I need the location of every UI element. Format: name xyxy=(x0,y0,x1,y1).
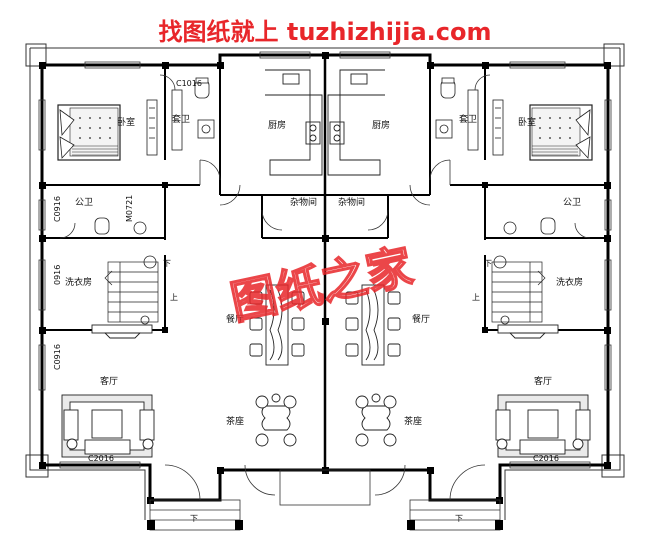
entry-steps xyxy=(149,469,501,531)
label-bedroom-left: 卧室 xyxy=(117,116,135,128)
dining-table-left xyxy=(249,284,305,366)
entry-down-left: 下 xyxy=(190,514,198,523)
stair-down-right: 下 xyxy=(484,259,492,268)
wardrobes xyxy=(146,99,504,156)
watermark-top: 找图纸就上 tuzhizhijia.com xyxy=(159,18,492,46)
label-kitchen-left: 厨房 xyxy=(268,119,286,131)
tv-cabinets xyxy=(91,324,559,339)
kitchen-counters xyxy=(265,69,385,176)
bath-fixtures xyxy=(94,77,556,325)
label-tea-left: 茶座 xyxy=(226,415,244,427)
site-outline xyxy=(25,43,625,520)
stair-down-left: 下 xyxy=(163,259,171,268)
label-public-bath-right: 公卫 xyxy=(563,197,581,208)
label-storage-right: 杂物间 xyxy=(338,196,365,208)
label-laundry-left: 洗衣房 xyxy=(65,276,92,288)
watermark-center: 图纸之家 xyxy=(226,239,417,330)
label-living-left: 客厅 xyxy=(100,375,118,387)
label-bedroom-right: 卧室 xyxy=(518,116,536,128)
entry-down-right: 下 xyxy=(455,514,463,523)
label-ensuite-left: 套卫 xyxy=(172,113,190,125)
label-tea-right: 茶座 xyxy=(404,415,422,427)
bed-right xyxy=(529,104,593,161)
sofa-set-right xyxy=(495,394,591,458)
columns xyxy=(39,52,611,504)
code-c0916-left-bottom: C0916 xyxy=(53,344,62,370)
stair-labels: 下 上 下 上 下 下 xyxy=(163,259,492,523)
stair-up-left: 上 xyxy=(170,293,178,302)
entry-columns xyxy=(147,520,503,530)
label-living-right: 客厅 xyxy=(534,375,552,387)
code-c2016-left: C2016 xyxy=(88,454,114,463)
code-c2016-right: C2016 xyxy=(533,454,559,463)
tea-table-right xyxy=(355,393,397,447)
windows xyxy=(38,51,612,469)
label-kitchen-right: 厨房 xyxy=(372,119,390,131)
label-dining-right: 餐厅 xyxy=(412,313,430,325)
dining-table-right xyxy=(345,284,401,366)
label-dining-left: 餐厅 xyxy=(226,313,244,325)
code-c1016-left: C1016 xyxy=(176,79,202,88)
window-codes: C1016 C2016 C2016 C0916 M0721 0916 C0916 xyxy=(53,79,559,463)
label-laundry-right: 洗衣房 xyxy=(556,276,583,288)
code-m0721-left: M0721 xyxy=(125,195,134,222)
code-c0916-left-top: C0916 xyxy=(53,196,62,222)
label-storage-left: 杂物间 xyxy=(290,196,317,208)
code-d1016-left: 0916 xyxy=(53,265,62,285)
label-public-bath-left: 公卫 xyxy=(75,197,93,208)
sofa-set-left xyxy=(61,394,155,458)
stairs-left xyxy=(104,261,159,323)
tea-table-left xyxy=(255,393,297,447)
stair-up-right: 上 xyxy=(472,293,480,302)
doors xyxy=(59,74,591,501)
room-labels: 卧室 卧室 套卫 套卫 厨房 厨房 杂物间 杂物间 公卫 公卫 洗衣房 洗衣房 … xyxy=(65,113,583,427)
stairs-right xyxy=(491,261,546,323)
bed-left xyxy=(57,104,121,161)
label-ensuite-right: 套卫 xyxy=(459,113,477,125)
